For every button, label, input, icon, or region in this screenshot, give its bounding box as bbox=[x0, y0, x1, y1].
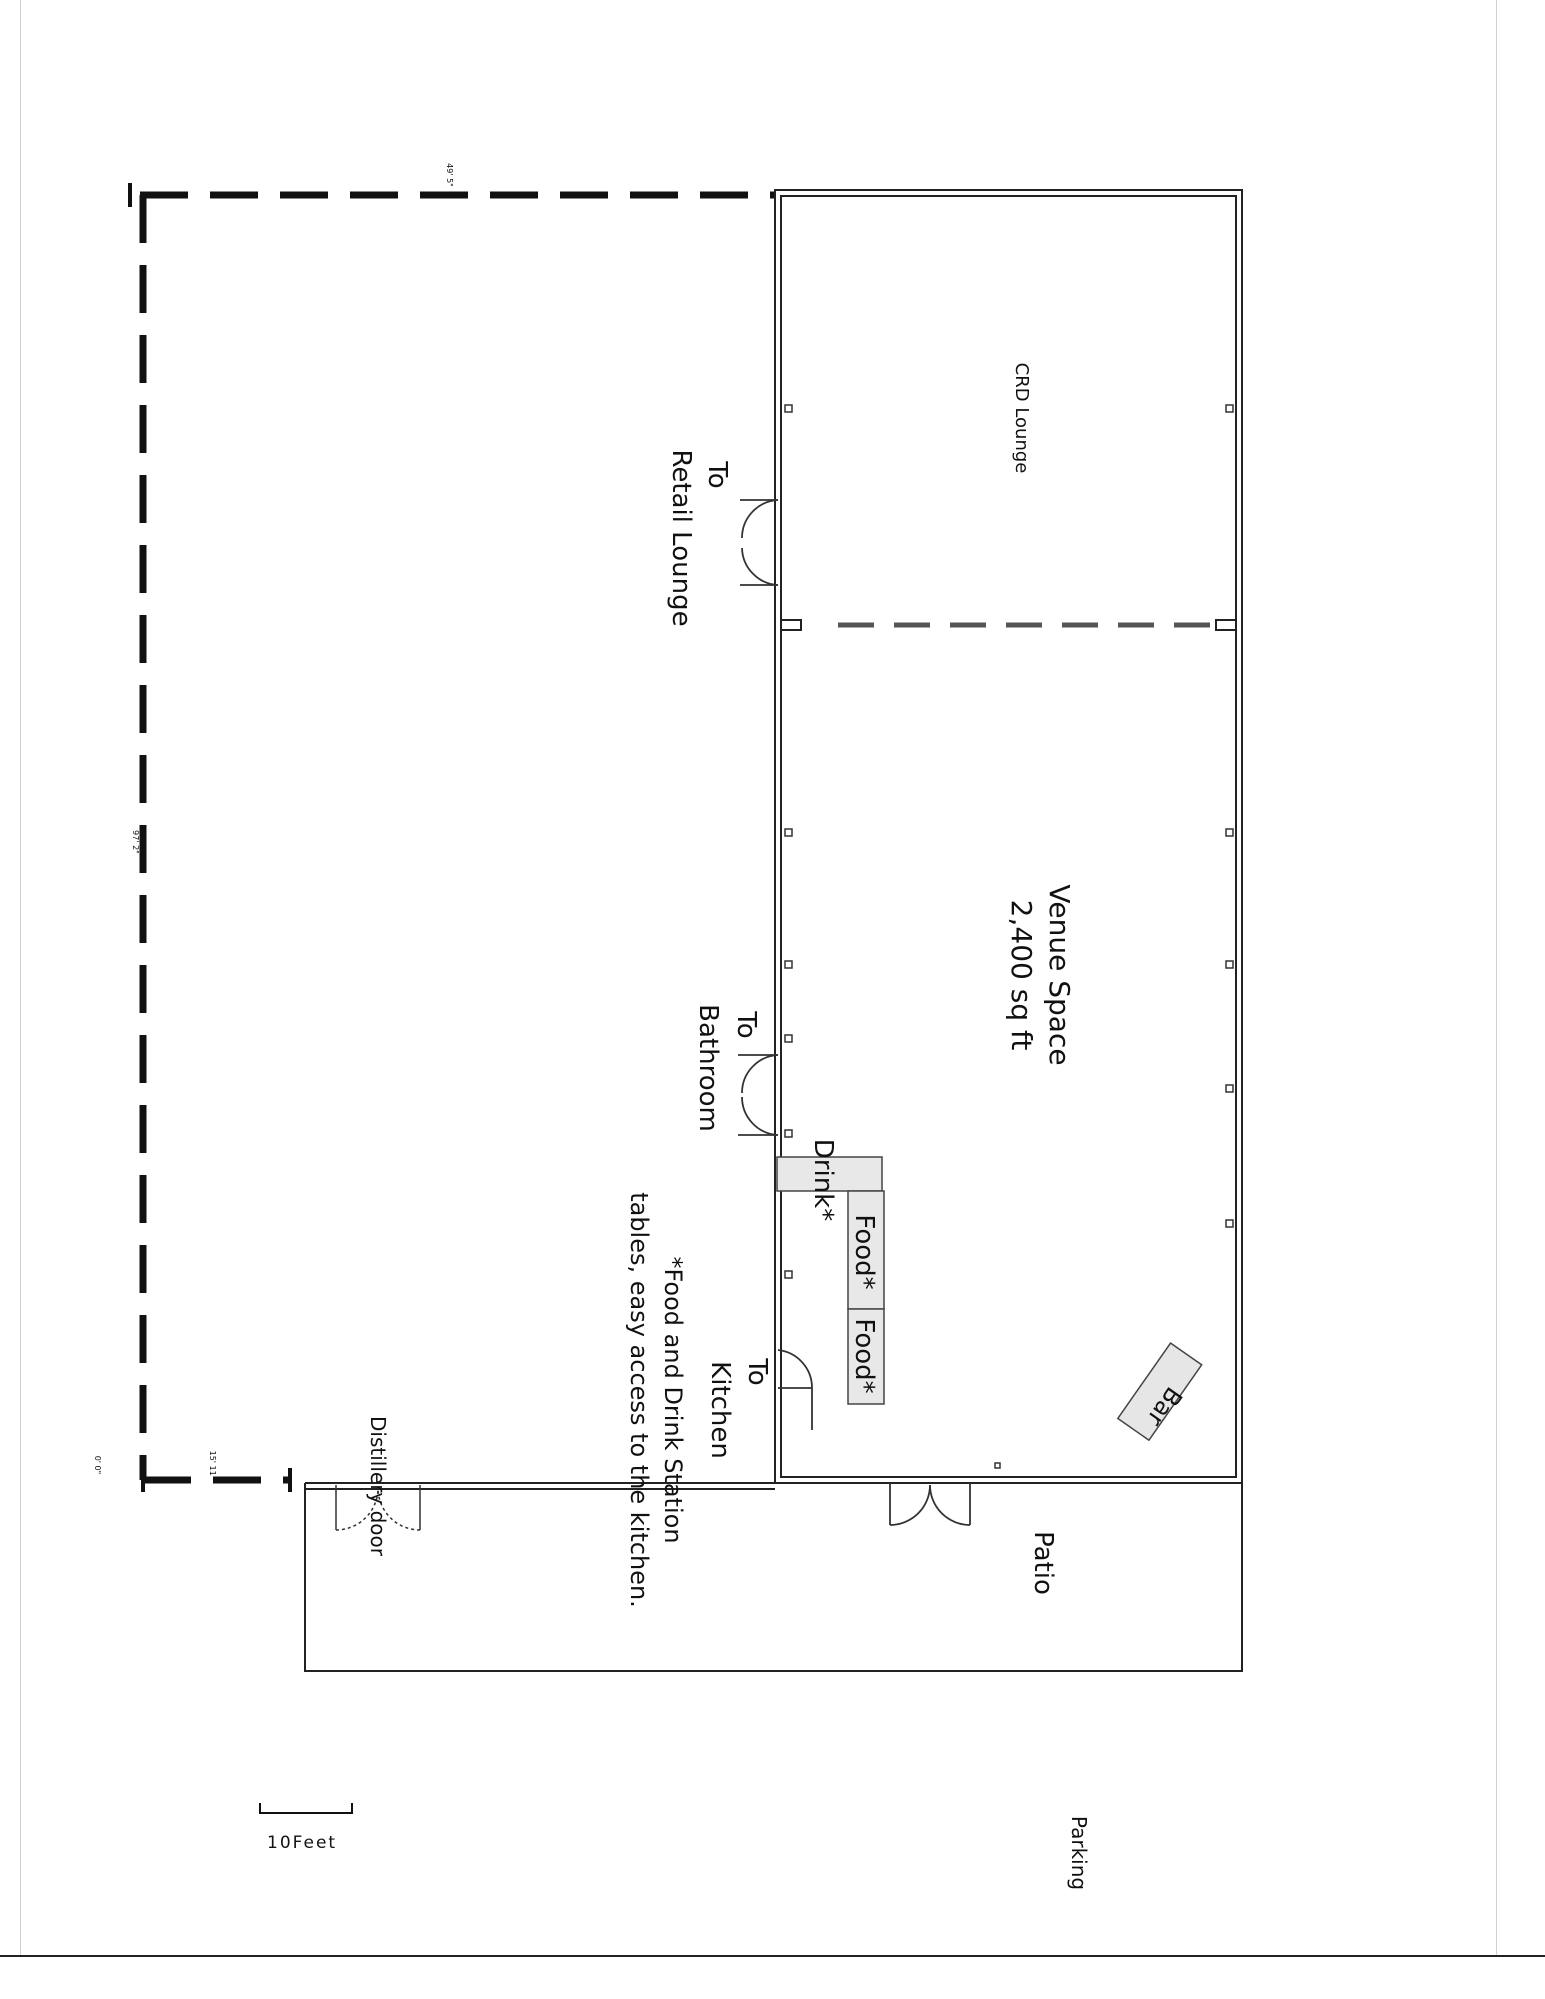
note-line-1: *Food and Drink Station bbox=[659, 1256, 687, 1543]
dimension-bottom-left: 0' 0" bbox=[93, 1456, 102, 1475]
post bbox=[784, 960, 793, 969]
drink-station-table bbox=[776, 1156, 883, 1192]
post bbox=[994, 1462, 1001, 1469]
food-station-table-2 bbox=[847, 1308, 885, 1405]
post bbox=[1225, 960, 1234, 969]
scale-label: 10Feet bbox=[267, 1833, 337, 1853]
note-line-2: tables, easy access to the kitchen. bbox=[625, 1192, 653, 1608]
area-label-parking: Parking bbox=[1067, 1816, 1091, 1890]
dimension-left: 97' 2" bbox=[131, 830, 140, 854]
door-label-kitchen-name: Kitchen bbox=[705, 1361, 735, 1459]
post bbox=[1225, 828, 1234, 837]
door-label-retail-to: To bbox=[702, 460, 732, 488]
patio-walls bbox=[304, 1482, 1243, 1672]
station-label-food-2: Food* bbox=[849, 1318, 879, 1393]
door-label-bathroom-to: To bbox=[731, 1010, 761, 1038]
post bbox=[1225, 1084, 1234, 1093]
door-distillery[interactable] bbox=[335, 1485, 421, 1531]
dimension-bottom-right: 15' 11" bbox=[208, 1451, 217, 1480]
door-label-distillery: Distillery door bbox=[366, 1416, 390, 1557]
post bbox=[1225, 404, 1234, 413]
post bbox=[784, 1129, 793, 1138]
dashed-boundary bbox=[139, 191, 775, 1484]
scale-bar bbox=[259, 1803, 353, 1814]
boundary-end-ticks bbox=[128, 183, 292, 1492]
door-label-kitchen-to: To bbox=[742, 1357, 772, 1385]
post bbox=[784, 1270, 793, 1279]
dimension-top: 49' 5" bbox=[445, 163, 454, 187]
door-label-retail-name: Retail Lounge bbox=[666, 449, 696, 626]
station-label-drink: Drink* bbox=[808, 1139, 838, 1221]
door-bathroom[interactable] bbox=[738, 1054, 779, 1136]
post bbox=[784, 404, 793, 413]
room-label-venue-area: 2,400 sq ft bbox=[1005, 900, 1038, 1051]
door-retail-lounge[interactable] bbox=[740, 499, 779, 586]
room-label-venue-title: Venue Space bbox=[1043, 884, 1076, 1065]
station-label-food-1: Food* bbox=[849, 1214, 879, 1289]
post bbox=[784, 1034, 793, 1043]
bar-counter bbox=[1116, 1341, 1203, 1442]
building-walls bbox=[774, 189, 1243, 1484]
page-bottom-line bbox=[0, 1955, 1545, 1957]
page-border-right bbox=[1496, 0, 1497, 1955]
room-label-patio: Patio bbox=[1028, 1531, 1058, 1595]
door-kitchen[interactable] bbox=[777, 1349, 813, 1430]
page-border-left bbox=[20, 0, 21, 1955]
room-label-crd-lounge: CRD Lounge bbox=[1011, 363, 1032, 474]
door-patio[interactable] bbox=[889, 1483, 971, 1526]
post bbox=[784, 828, 793, 837]
column-posts bbox=[784, 404, 1234, 1469]
food-station-table-1 bbox=[847, 1190, 885, 1310]
door-label-bathroom-name: Bathroom bbox=[693, 1004, 723, 1132]
post bbox=[1225, 1219, 1234, 1228]
